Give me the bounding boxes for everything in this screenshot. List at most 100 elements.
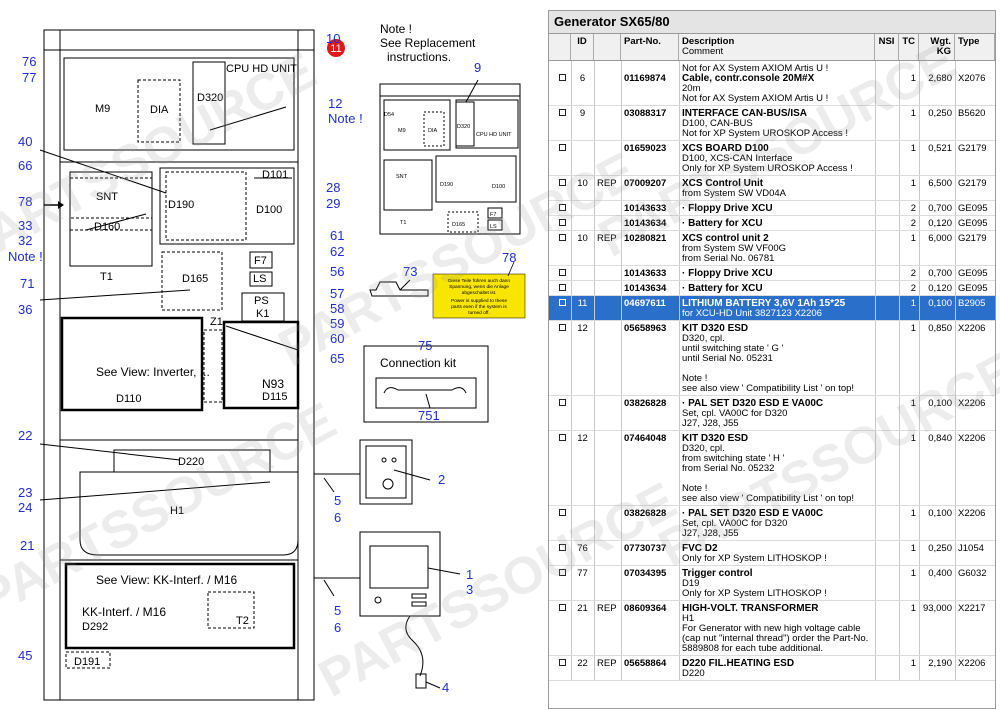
row-checkbox[interactable] — [549, 176, 571, 200]
row-part-no[interactable]: 01169874 — [624, 73, 666, 84]
checkbox-icon[interactable] — [559, 399, 566, 406]
checkbox-icon[interactable] — [559, 569, 566, 576]
row-checkbox[interactable] — [549, 396, 571, 430]
callout-badge-11[interactable] — [327, 39, 345, 57]
row-part-no[interactable]: 08609364 — [624, 603, 667, 614]
row-checkbox[interactable] — [549, 106, 571, 140]
row-id — [571, 506, 594, 540]
row-part-no[interactable]: 05658963 — [624, 323, 667, 334]
row-checkbox[interactable] — [549, 61, 571, 105]
checkbox-icon[interactable] — [559, 204, 566, 211]
row-part-no[interactable]: 01659023 — [624, 143, 667, 154]
column-divider — [875, 201, 876, 215]
row-part-no[interactable]: 07034395 — [624, 568, 667, 579]
checkbox-icon[interactable] — [559, 604, 566, 611]
header-description[interactable]: Description Comment — [679, 34, 875, 60]
row-type: X2206 — [958, 508, 986, 519]
row-part-no[interactable]: 03826828 — [624, 508, 667, 519]
row-type: G2179 — [958, 143, 987, 154]
row-checkbox[interactable] — [549, 541, 571, 565]
row-checkbox[interactable] — [549, 601, 571, 655]
svg-text:D54: D54 — [384, 112, 394, 118]
row-part-no[interactable]: 10143634 — [624, 283, 667, 294]
header-type[interactable]: Type — [955, 34, 995, 60]
column-divider — [919, 296, 920, 320]
row-part-no[interactable]: 07009207 — [624, 178, 667, 189]
checkbox-icon[interactable] — [559, 74, 566, 81]
svg-text:Note !: Note ! — [328, 111, 363, 126]
row-tc: 2 — [910, 203, 916, 214]
column-divider — [594, 231, 595, 265]
row-description-title: · Floppy Drive XCU — [682, 203, 773, 214]
column-divider — [571, 396, 572, 430]
row-checkbox[interactable] — [549, 566, 571, 600]
row-part-no[interactable]: 03826828 — [624, 398, 667, 409]
row-nsi — [875, 656, 899, 680]
row-checkbox[interactable] — [549, 506, 571, 540]
checkbox-icon[interactable] — [559, 234, 566, 241]
svg-text:4: 4 — [442, 680, 449, 695]
row-checkbox[interactable] — [549, 281, 571, 295]
row-part-no[interactable]: 07464048 — [624, 433, 667, 444]
row-checkbox[interactable] — [549, 231, 571, 265]
checkbox-icon[interactable] — [559, 284, 566, 291]
header-nsi[interactable]: NSI — [875, 34, 899, 60]
row-part-no[interactable]: 10280821 — [624, 233, 667, 244]
row-part-no[interactable]: 10143633 — [624, 203, 667, 214]
row-part-no[interactable]: 07730737 — [624, 543, 667, 554]
checkbox-icon[interactable] — [559, 324, 566, 331]
row-tc: 1 — [910, 73, 916, 84]
checkbox-icon[interactable] — [559, 299, 566, 306]
row-checkbox[interactable] — [549, 216, 571, 230]
header-tc[interactable]: TC — [899, 34, 919, 60]
row-part-no[interactable]: 05658864 — [624, 658, 667, 669]
checkbox-icon[interactable] — [559, 659, 566, 666]
row-part-no[interactable]: 03088317 — [624, 108, 667, 119]
checkbox-icon[interactable] — [559, 544, 566, 551]
checkbox-icon[interactable] — [559, 109, 566, 116]
row-checkbox[interactable] — [549, 431, 571, 505]
row-part-no[interactable]: 10143633 — [624, 268, 667, 279]
row-part-no[interactable]: 10143634 — [624, 218, 667, 229]
row-description-title: · PAL SET D320 ESD E VA00C — [682, 398, 824, 409]
cpu-hd-unit[interactable] — [63, 57, 295, 151]
header-weight[interactable]: Wgt.KG — [919, 34, 955, 60]
row-checkbox[interactable] — [549, 321, 571, 395]
row-checkbox[interactable] — [549, 266, 571, 280]
checkbox-icon[interactable] — [559, 434, 566, 441]
checkbox-icon[interactable] — [559, 509, 566, 516]
checkbox-icon[interactable] — [559, 219, 566, 226]
row-checkbox[interactable] — [549, 141, 571, 175]
header-part-no[interactable]: Part-No. — [621, 34, 679, 60]
row-checkbox[interactable] — [549, 201, 571, 215]
header-id[interactable]: ID — [571, 34, 594, 60]
row-tc: 1 — [910, 543, 916, 554]
row-checkbox[interactable] — [549, 296, 571, 320]
column-divider — [571, 541, 572, 565]
checkbox-icon[interactable] — [559, 144, 566, 151]
checkbox-icon[interactable] — [559, 269, 566, 276]
svg-text:D160: D160 — [94, 221, 120, 233]
row-checkbox[interactable] — [549, 656, 571, 680]
checkbox-icon[interactable] — [559, 179, 566, 186]
row-part-no[interactable]: 04697611 — [624, 298, 666, 309]
